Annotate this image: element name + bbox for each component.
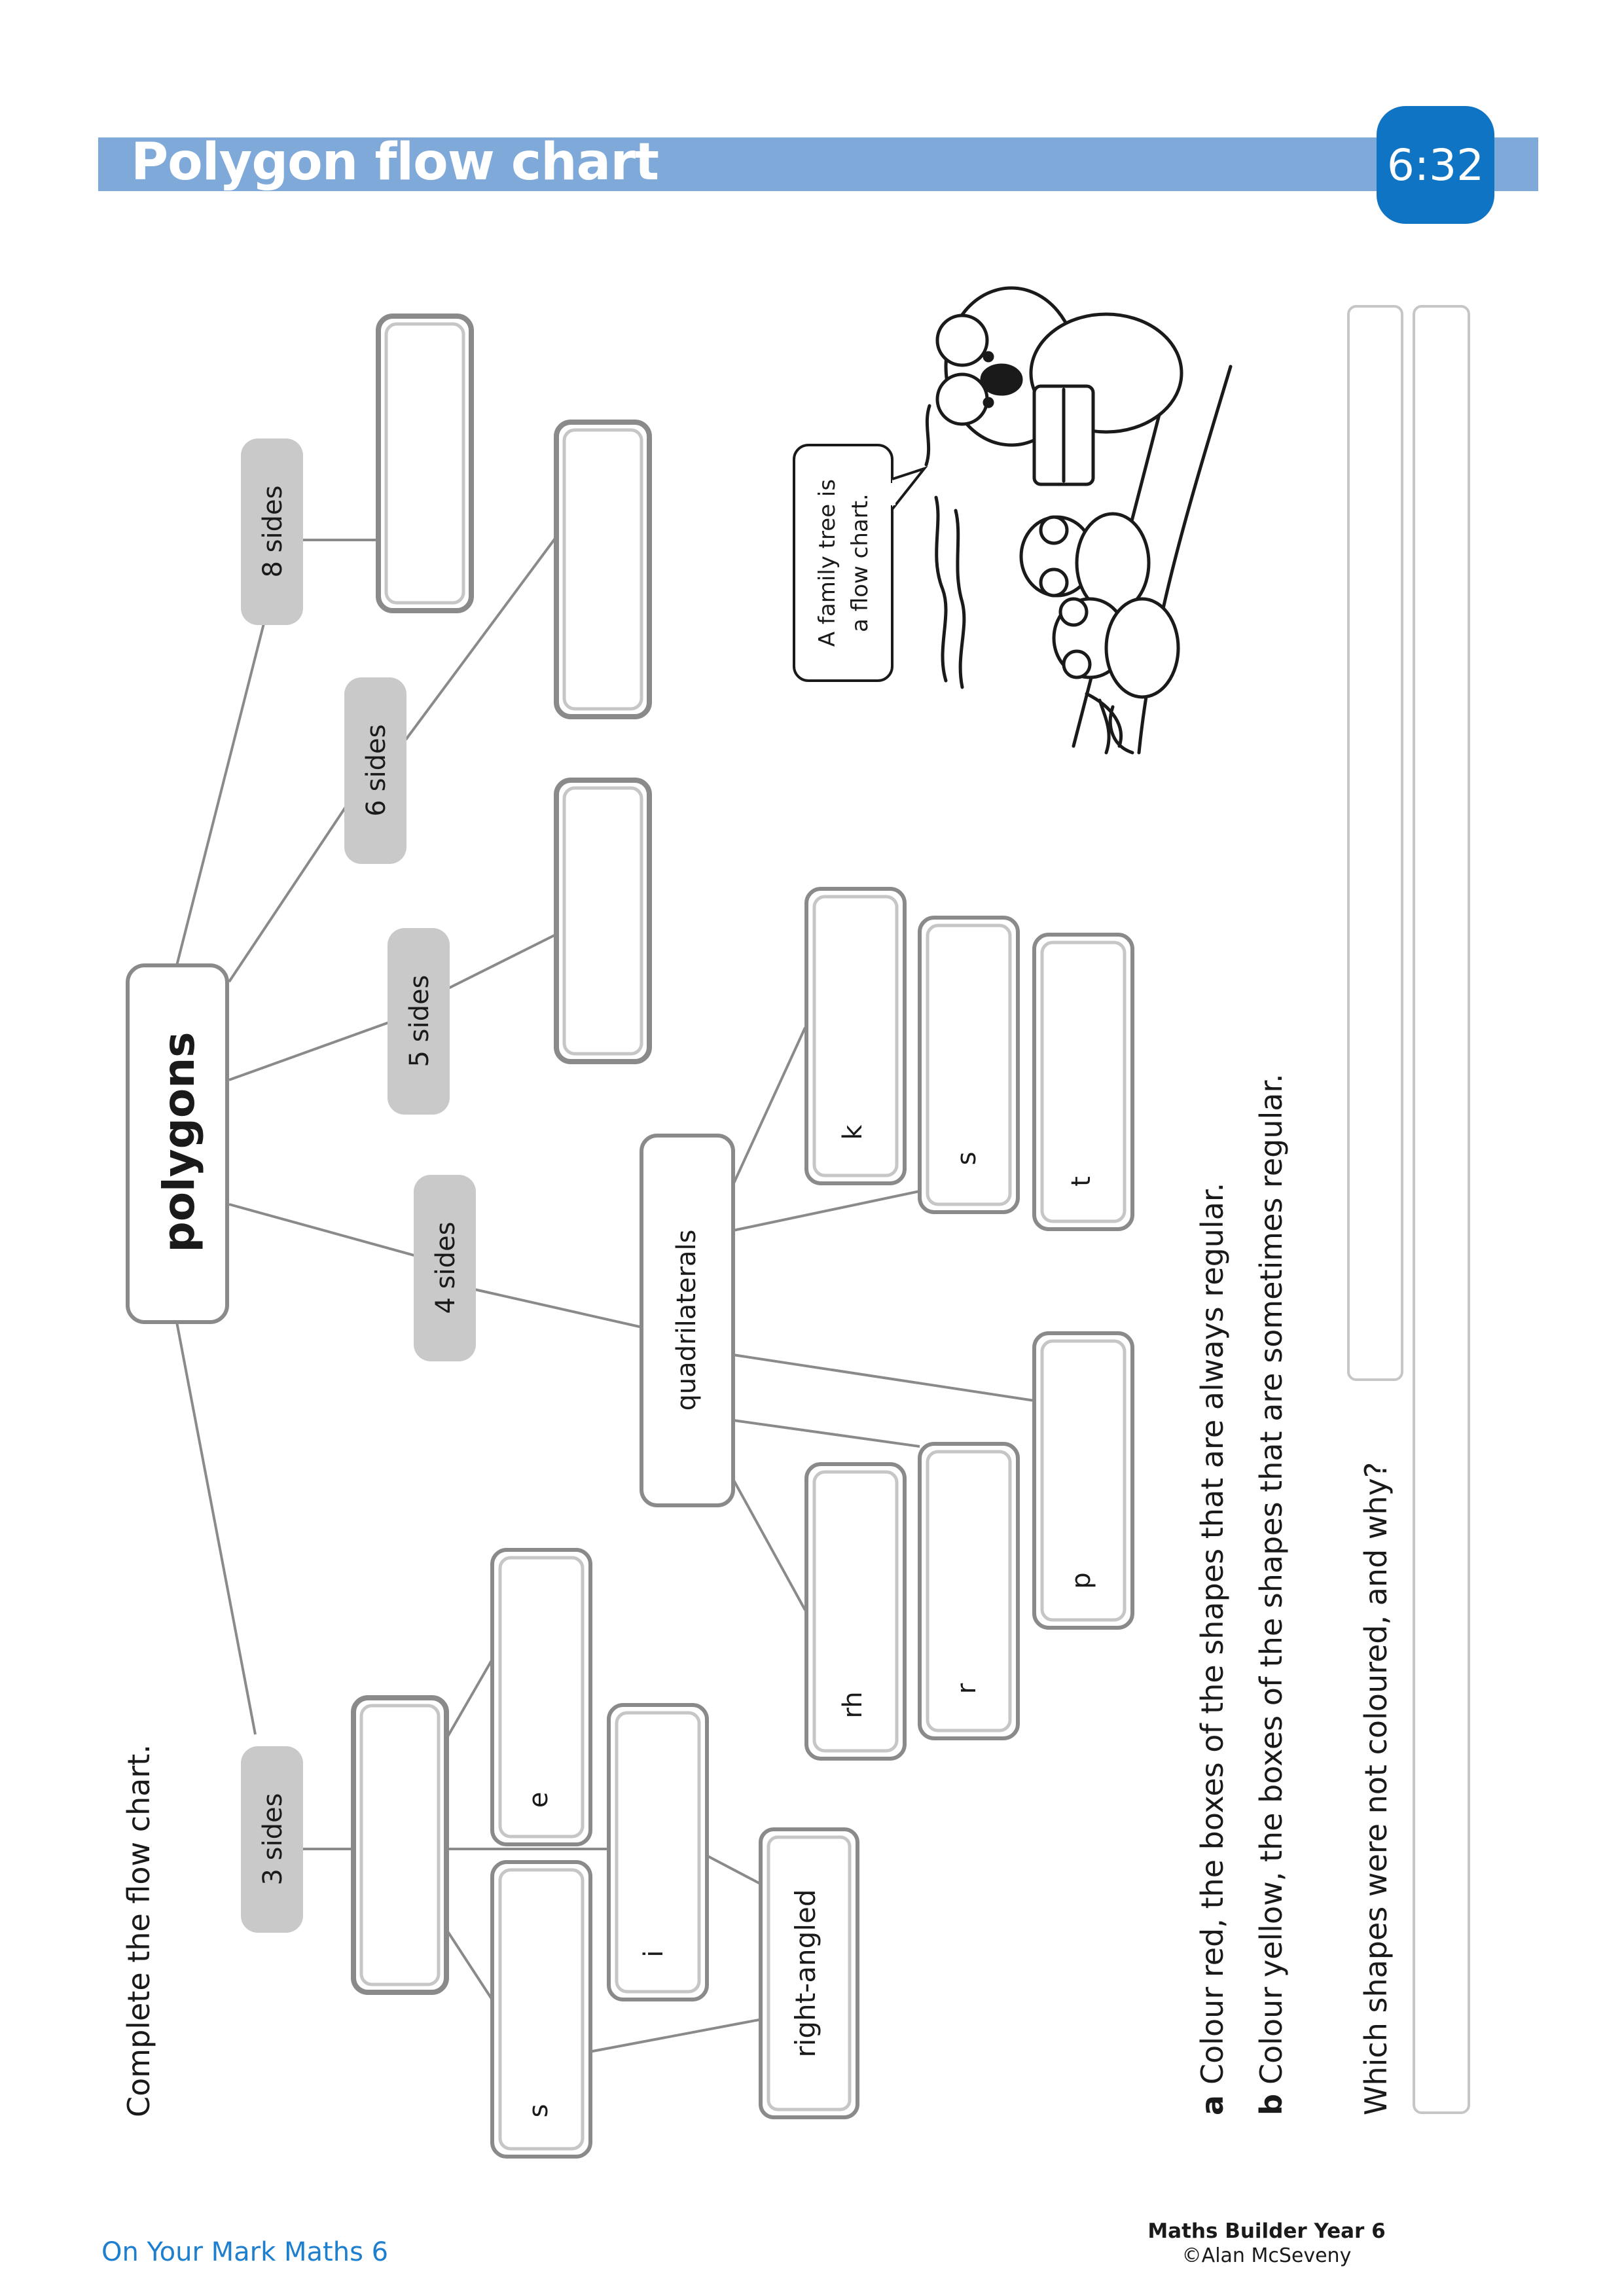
hint-s-tri: s [524,2104,554,2118]
branch-label-5: 5 sides [405,975,435,1067]
footer-copyright: ©Alan McSeveny [1182,2244,1352,2267]
hint-r: r [952,1683,982,1694]
page-number-badge: 6:32 [1377,106,1494,224]
hint-k: k [838,1124,868,1140]
footer-series: On Your Mark Maths 6 [101,2237,389,2267]
quadrilaterals-box [640,1134,735,1507]
question-c-text: Which shapes were not coloured, and why? [1358,1462,1394,2115]
speech-bubble: A family tree is a flow chart. [793,444,928,682]
hint-i: i [639,1950,669,1957]
hint-t: t [1066,1176,1096,1187]
question-b-text: Colour yellow, the boxes of the shapes t… [1254,1073,1289,2085]
title-bar [98,137,1538,191]
branch-label-3: 3 sides [258,1793,288,1886]
koala-family-illustration [924,286,1233,755]
footer-book-title: Maths Builder Year 6 [1147,2219,1386,2243]
answer-boxes[interactable] [351,314,652,1995]
hint-s-quad: s [952,1152,982,1166]
right-angled-label: right-angled [789,1889,821,2057]
hint-e: e [524,1792,554,1808]
answer-field-short[interactable] [1347,305,1403,1381]
root-box [126,963,229,1324]
question-a-text: Colour red, the boxes of the shapes that… [1195,1183,1230,2085]
right-angled-box [759,1827,859,2119]
quadrilaterals-label: quadrilaterals [672,1229,702,1410]
speech-line-1: A family tree is [814,479,840,647]
connector-lines [175,535,1035,2053]
speech-line-2: a flow chart. [847,493,873,632]
hint-rh: rh [838,1691,868,1718]
page-title: Polygon flow chart [131,133,659,192]
hint-p: p [1066,1572,1096,1588]
branch-label-8: 8 sides [258,486,288,578]
instruction: Complete the flow chart. [121,1744,156,2117]
answer-field-long[interactable] [1413,305,1470,2114]
footer-credit: Maths Builder Year 6 ©Alan McSeveny [1132,2219,1401,2269]
branch-label-6: 6 sides [361,725,391,817]
root-label: polygons [154,1031,204,1252]
question-a-letter: a [1195,2095,1230,2115]
branch-label-4: 4 sides [431,1222,461,1314]
branch-pills [241,439,476,1933]
question-b-letter: b [1254,2094,1289,2115]
